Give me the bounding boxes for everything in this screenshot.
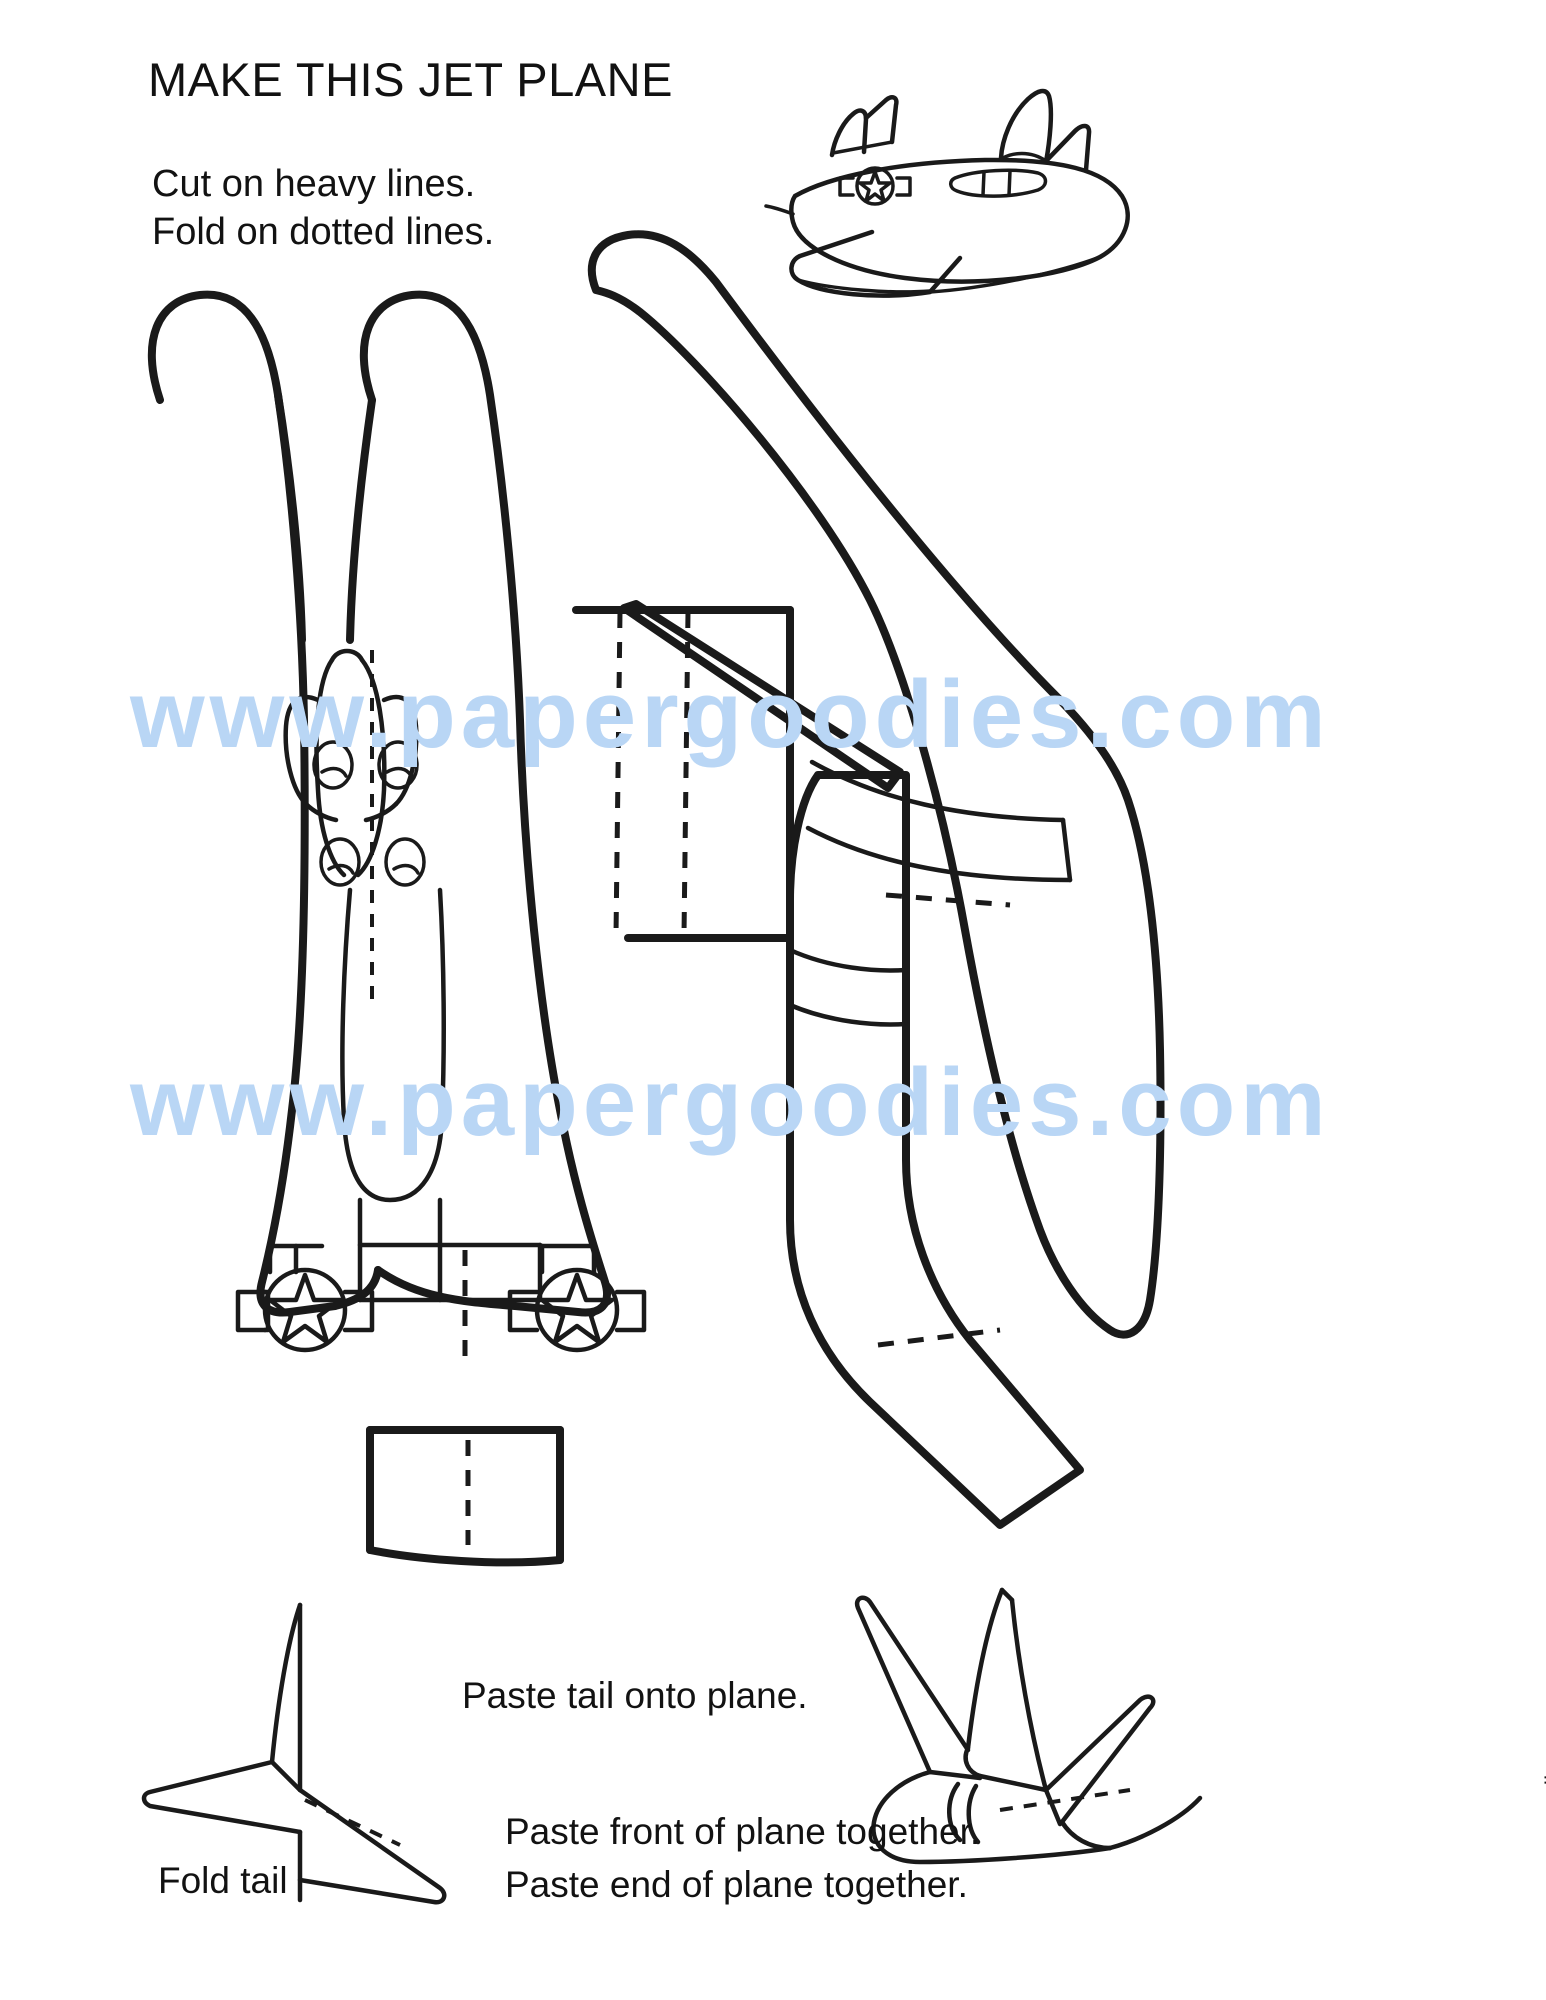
credit-vertical-text: Late 1950s Rainy Day Fun Page, Restored … [1540,1699,1546,2000]
paste-front-label: Paste front of plane together. [505,1811,981,1852]
paste-instructions-block: Paste front of plane together. Paste end… [505,1805,980,1911]
instructions-block: Cut on heavy lines. Fold on dotted lines… [152,160,494,256]
paste-tail-diagram [854,1587,1203,1865]
fold-tail-diagram [141,1602,447,1905]
fold-tail-label: Fold tail [158,1860,288,1901]
paste-tail-label: Paste tail onto plane. [462,1675,808,1716]
fold-tab-panel [572,606,794,942]
finished-jet-illustration [764,88,1130,298]
tail-fin-cutout [786,771,1084,1529]
paste-end-label: Paste end of plane together. [505,1864,968,1905]
roundel-right [507,1243,647,1353]
wing-cutout [588,230,1165,1339]
instruction-cut-line: Cut on heavy lines. [152,163,476,205]
roundel-left [235,1243,375,1353]
page-title: MAKE THIS JET PLANE [148,53,673,106]
instruction-fold-line: Fold on dotted lines. [152,211,495,253]
fuselage-body-cutout [147,290,647,1567]
